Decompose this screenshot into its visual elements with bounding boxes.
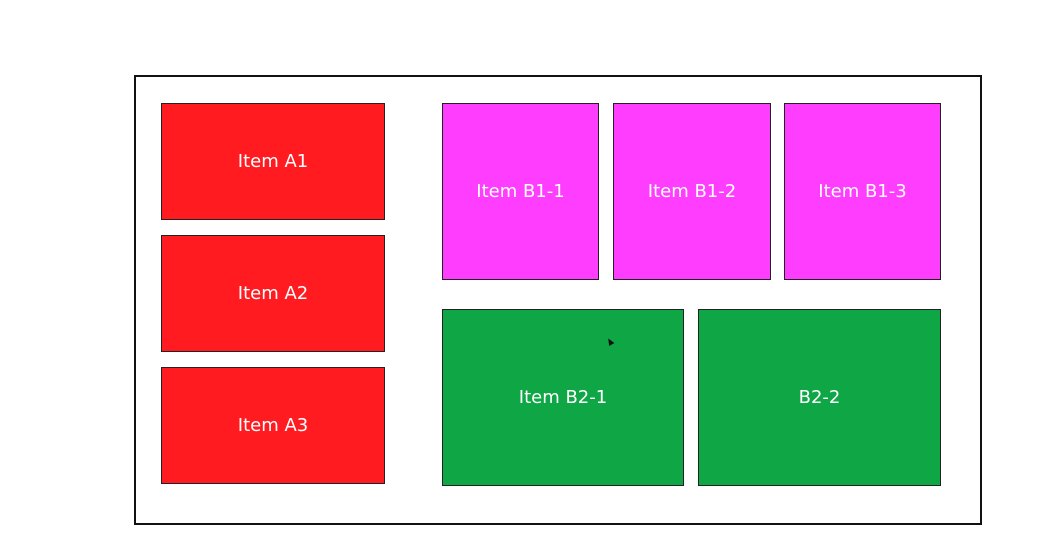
item-a1-label: Item A1	[237, 151, 309, 172]
item-b1-3: Item B1-3	[784, 103, 941, 280]
item-b1-3-label: Item B1-3	[818, 181, 907, 202]
item-a2: Item A2	[161, 235, 385, 352]
item-a1: Item A1	[161, 103, 385, 220]
item-a3: Item A3	[161, 367, 385, 484]
item-b2-1: Item B2-1	[442, 309, 684, 486]
item-a3-label: Item A3	[237, 415, 309, 436]
item-b1-1: Item B1-1	[442, 103, 599, 280]
item-b1-1-label: Item B1-1	[476, 181, 565, 202]
item-b2-2-label: B2-2	[798, 387, 841, 408]
item-a2-label: Item A2	[237, 283, 309, 304]
item-b1-2: Item B1-2	[613, 103, 771, 280]
item-b1-2-label: Item B1-2	[647, 181, 737, 202]
item-b2-2: B2-2	[698, 309, 941, 486]
item-b2-1-label: Item B2-1	[518, 387, 608, 408]
